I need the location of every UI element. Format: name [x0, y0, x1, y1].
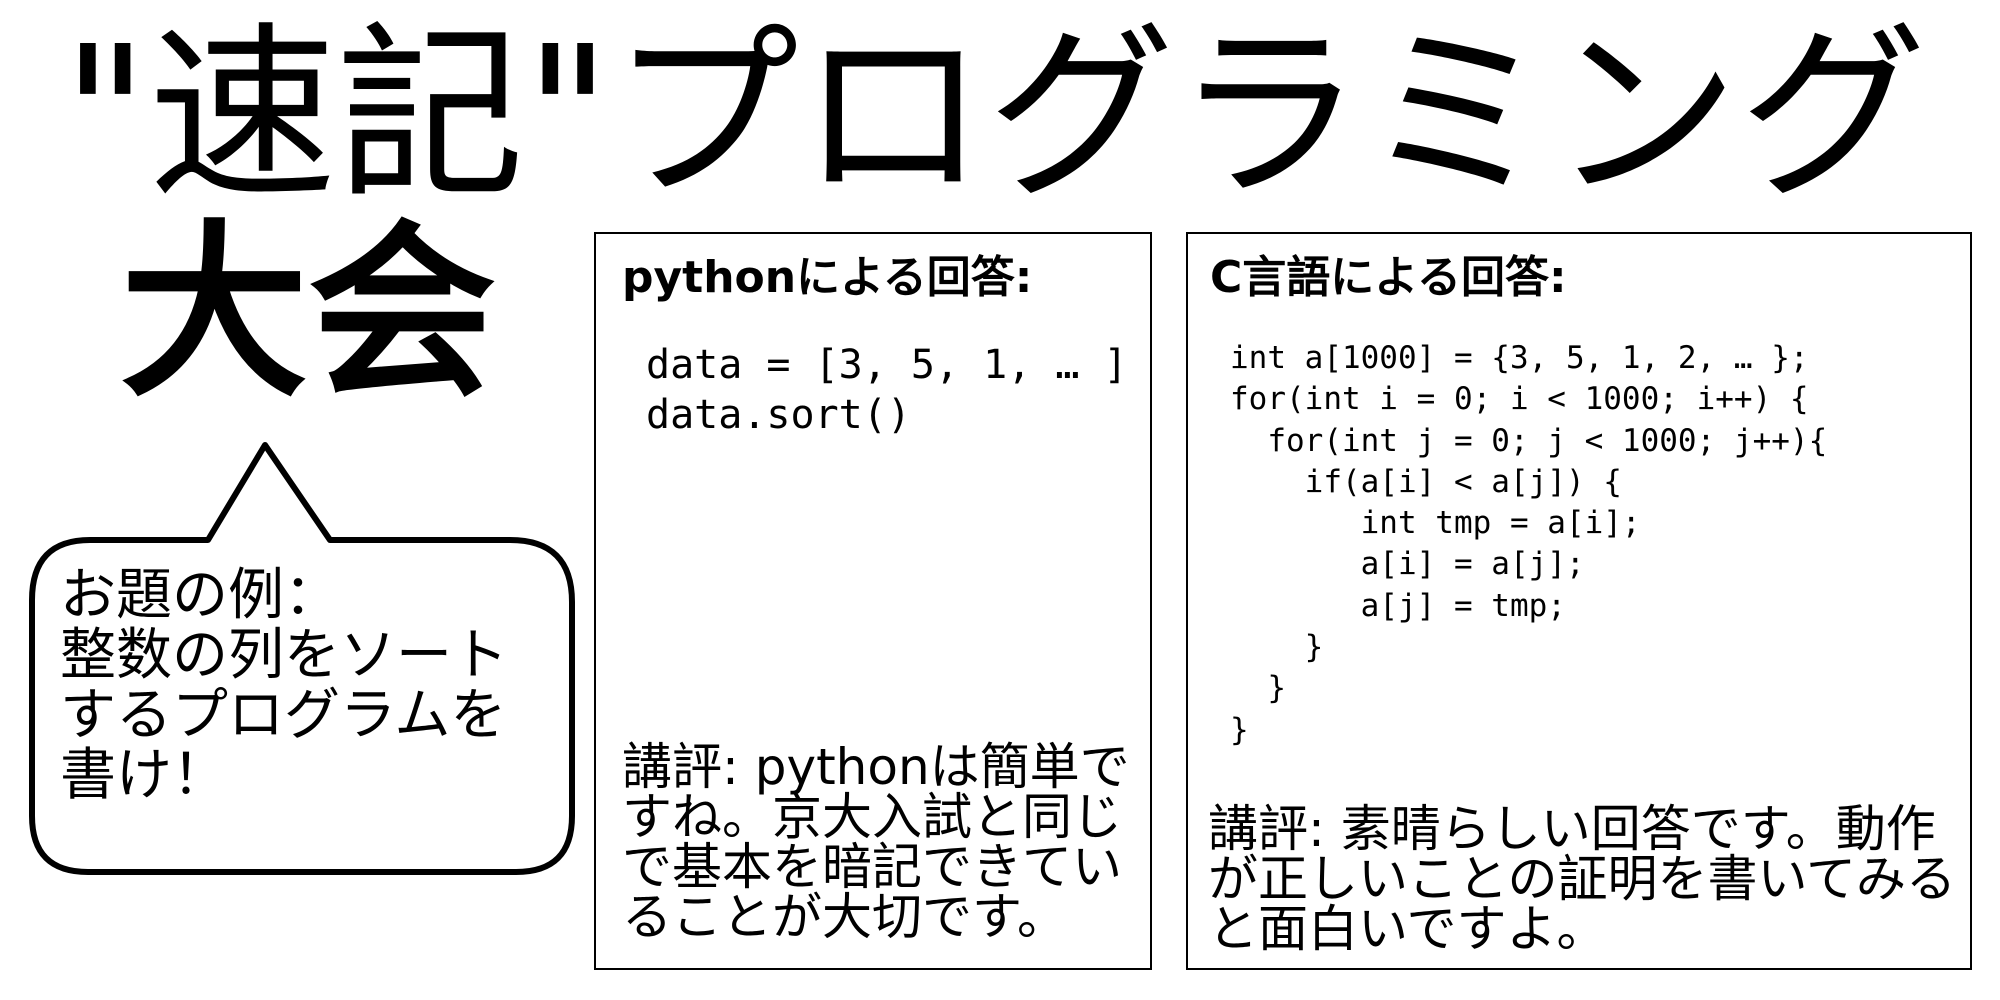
c-review-text: 講評: 素晴らしい回答です。動作が正しいことの証明を書いてみると面白いですよ。: [1208, 800, 1956, 958]
python-code-block: data = [3, 5, 1, … ] data.sort(): [646, 342, 1128, 438]
python-review-text: 講評: pythonは簡単ですね。京大入試と同じで基本を暗記できていることが大切…: [622, 738, 1130, 946]
python-answer-panel: pythonによる回答: data = [3, 5, 1, … ] data.s…: [594, 232, 1152, 970]
c-answer-panel: C言語による回答: int a[1000] = {3, 5, 1, 2, … }…: [1186, 232, 1972, 970]
c-panel-heading: C言語による回答:: [1210, 252, 1567, 303]
c-code-block: int a[1000] = {3, 5, 1, 2, … }; for(int …: [1230, 340, 1828, 748]
page-title: "速記"プログラミング: [62, 6, 1927, 225]
python-panel-heading: pythonによる回答:: [622, 252, 1033, 303]
page-title-line-2: 大会: [120, 204, 496, 423]
example-bubble-text: お題の例： 整数の列をソート するプログラムを 書け！: [60, 563, 508, 808]
